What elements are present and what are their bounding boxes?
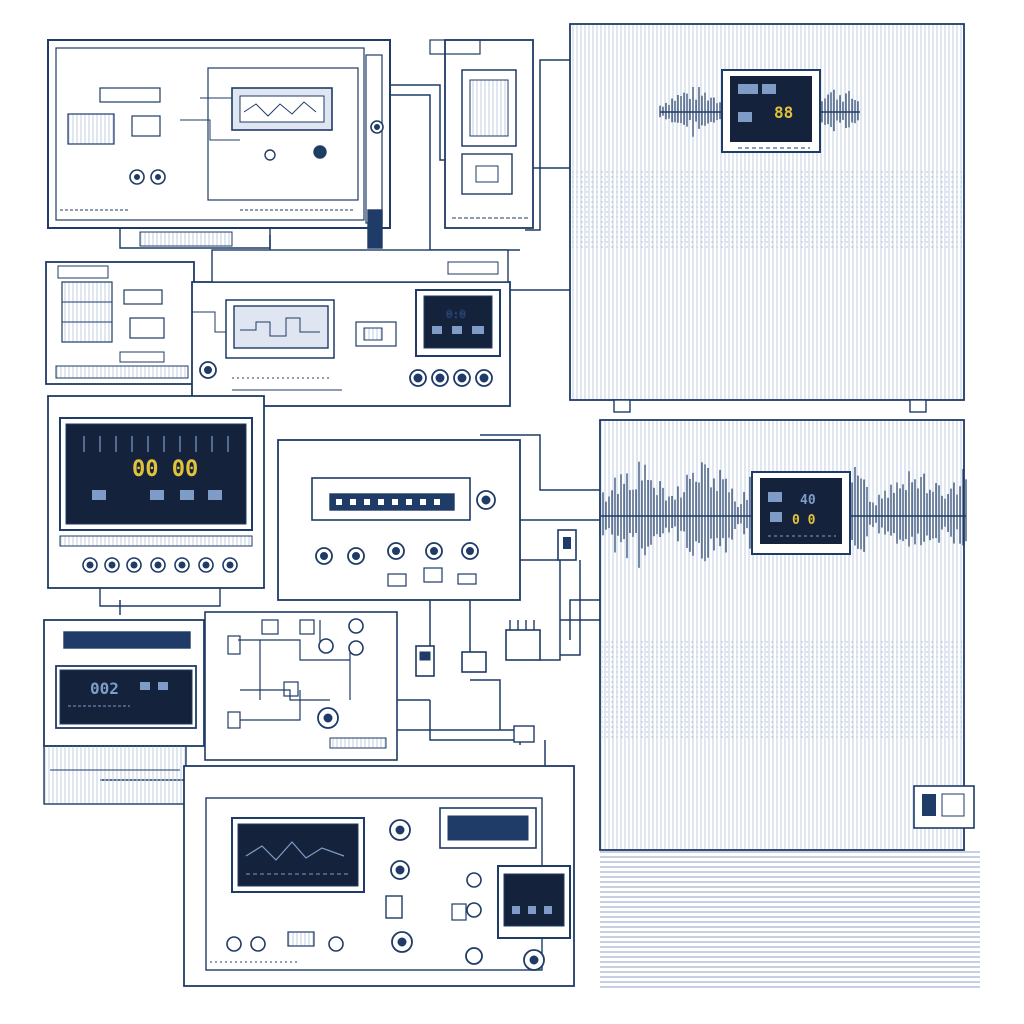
circle-knob-icon[interactable] <box>465 947 483 965</box>
bottom-knobs <box>226 819 545 971</box>
circle-knob-icon[interactable] <box>466 902 482 918</box>
circle-knob-icon[interactable] <box>313 145 327 159</box>
circuit-board <box>204 611 398 761</box>
signal-knobs <box>315 490 496 565</box>
circle-knob-icon[interactable] <box>250 936 266 952</box>
circle-knob-icon[interactable] <box>466 872 482 888</box>
svg-text:0:0: 0:0 <box>446 308 466 321</box>
circle-knob-icon[interactable] <box>264 149 276 161</box>
waveform-lower <box>599 461 967 568</box>
left-unit-counter-readout: 00 00 <box>132 457 198 482</box>
side-switch <box>557 529 577 561</box>
connector-block-icon <box>461 651 487 673</box>
right-monitor-lower-readout: 0 0 <box>792 513 816 528</box>
connector-blocks <box>415 620 541 743</box>
monitor-a-knobs <box>129 120 384 185</box>
circle-knob-icon[interactable] <box>348 618 364 634</box>
circle-knob-icon[interactable] <box>226 936 242 952</box>
console-knobs <box>199 361 493 387</box>
right-monitor-upper-readout: 40 <box>800 493 816 508</box>
rack-unit <box>45 261 195 385</box>
lower-left-unit-readout: 002 <box>90 679 119 698</box>
top-right-monitor-readout: 88 <box>774 103 793 122</box>
counter-unit <box>47 395 265 607</box>
circle-knob-icon[interactable] <box>328 936 344 952</box>
waveform-panel-lower: 40 <box>599 419 980 988</box>
waveform-panel-upper: 88 <box>569 23 965 413</box>
lower-left-unit <box>43 619 205 805</box>
signal-unit <box>277 439 521 601</box>
counter-knobs <box>82 557 238 573</box>
circle-knob-icon[interactable] <box>348 640 364 656</box>
circle-knob-icon[interactable] <box>318 638 334 654</box>
tall-control-unit <box>429 39 534 229</box>
connector-block-icon <box>415 645 435 677</box>
monitor-unit-a <box>47 39 391 249</box>
circuit-knobs <box>317 618 364 729</box>
bottom-console <box>183 765 575 987</box>
